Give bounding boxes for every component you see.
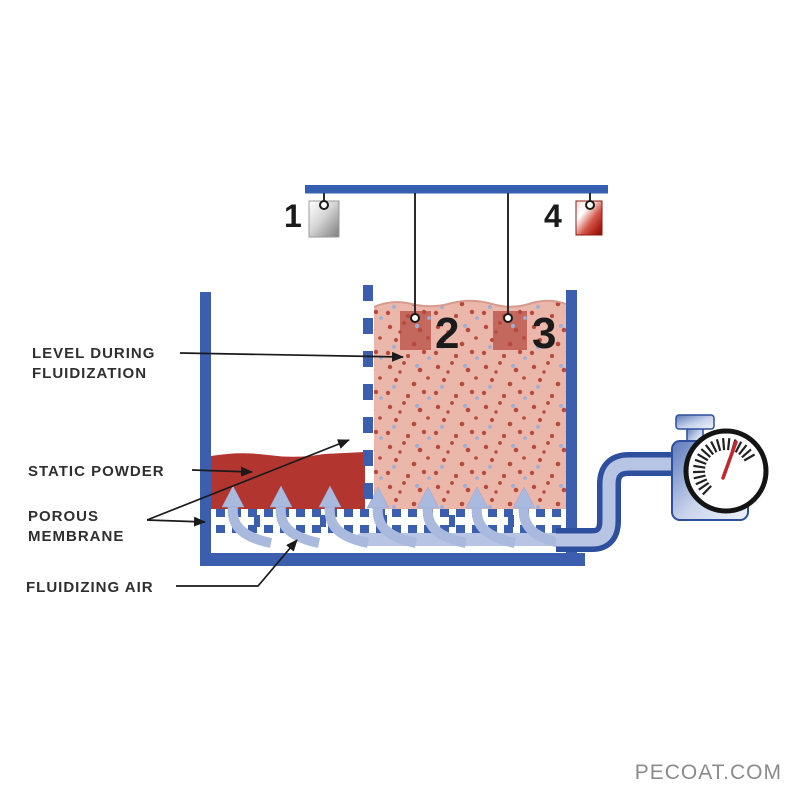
tank-bottom-wall (200, 553, 585, 566)
porous-membrane-arrow-long (146, 439, 350, 521)
item-number-4: 4 (544, 198, 562, 234)
tank-right-wall (566, 290, 577, 566)
label-static-powder: STATIC POWDER (28, 463, 165, 480)
pump-valve-cap (675, 414, 715, 430)
wire-hooks (319, 200, 595, 323)
label-porous-line2: MEMBRANE (28, 528, 124, 545)
air-arrow (465, 486, 517, 548)
label-level-line2: FLUIDIZATION (32, 365, 147, 382)
hanger-bar (305, 185, 608, 194)
fluidized-powder (373, 299, 567, 509)
air-arrow (269, 485, 321, 548)
label-fluidizing-air: FLUIDIZING AIR (26, 579, 154, 596)
item-number-3: 3 (532, 309, 556, 358)
annotation-arrows (146, 351, 404, 587)
gauge-needle (721, 440, 738, 480)
hook-ring-4 (585, 200, 595, 210)
hook-ring-1 (319, 200, 329, 210)
air-arrow (416, 486, 468, 548)
item-number-1: 1 (284, 198, 302, 234)
label-level-line1: LEVEL DURING (32, 345, 155, 362)
fluidizing-air-arrows (221, 485, 562, 548)
powder-surface-line (373, 299, 567, 308)
watermark: PECOAT.COM (635, 761, 782, 784)
diagram-labels: LEVEL DURING FLUIDIZATION STATIC POWDER … (26, 345, 165, 596)
item-number-2: 2 (435, 309, 459, 358)
label-porous-line1: POROUS (28, 508, 99, 525)
hanging-wires (323, 193, 591, 316)
hook-ring-2 (410, 313, 420, 323)
air-pump (671, 414, 769, 521)
air-arrow (318, 485, 370, 548)
air-arrow (512, 486, 562, 548)
hook-ring-3 (503, 313, 513, 323)
tank-left-wall (200, 292, 211, 566)
level-arrow (179, 351, 404, 362)
porous-membrane (216, 509, 566, 533)
air-arrow (221, 485, 273, 548)
static-powder-arrow (191, 466, 253, 477)
air-supply-pipe (556, 452, 674, 552)
tank (200, 290, 585, 566)
fluidizing-air-arrow (176, 539, 298, 587)
pressure-gauge (683, 428, 769, 514)
gauge-ticks (692, 438, 756, 496)
porous-membrane-arrow-short (146, 516, 206, 527)
